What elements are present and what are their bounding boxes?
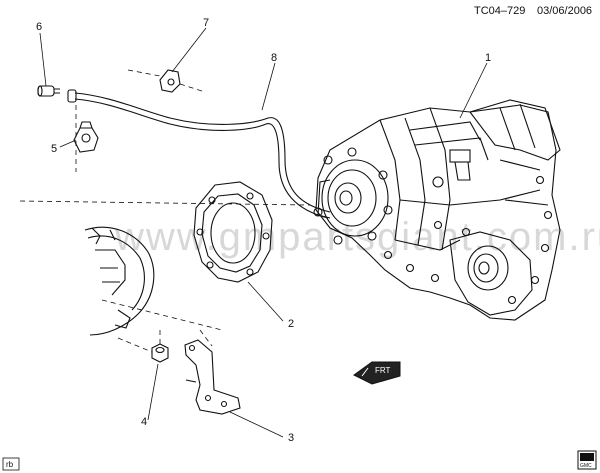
mount-bracket: [184, 339, 241, 415]
leader-lines: [39, 27, 488, 438]
front-label: FRT: [375, 366, 391, 375]
vent-hose: [67, 89, 331, 219]
gm-badge-icon: GMC: [577, 450, 597, 470]
callout-1: 1: [485, 52, 491, 64]
nut: [151, 343, 169, 363]
transmission-adapter: [84, 226, 155, 336]
front-arrow-icon: FRT: [353, 361, 401, 385]
corner-tag: rb: [2, 457, 20, 471]
diagram-date: 03/06/2006: [537, 5, 592, 17]
callout-3: 3: [288, 432, 294, 444]
callout-4: 4: [141, 416, 147, 428]
diagram-code: TC04–729: [474, 5, 525, 17]
vent-fitting: [37, 85, 60, 97]
corner-tag-text: rb: [6, 460, 14, 469]
vent-bracket: [73, 121, 99, 153]
transfer-case: [313, 99, 561, 321]
callout-5: 5: [51, 143, 57, 155]
callout-7: 7: [203, 17, 209, 29]
callout-6: 6: [36, 21, 42, 33]
watermark: www.gmpartsgiant.com.ru: [114, 215, 600, 259]
hose-clip: [159, 69, 181, 93]
callout-8: 8: [271, 52, 277, 64]
callout-2: 2: [288, 318, 294, 330]
badge-text: GMC: [580, 463, 592, 469]
assembly-lines: [19, 69, 311, 353]
gasket: [193, 181, 273, 283]
